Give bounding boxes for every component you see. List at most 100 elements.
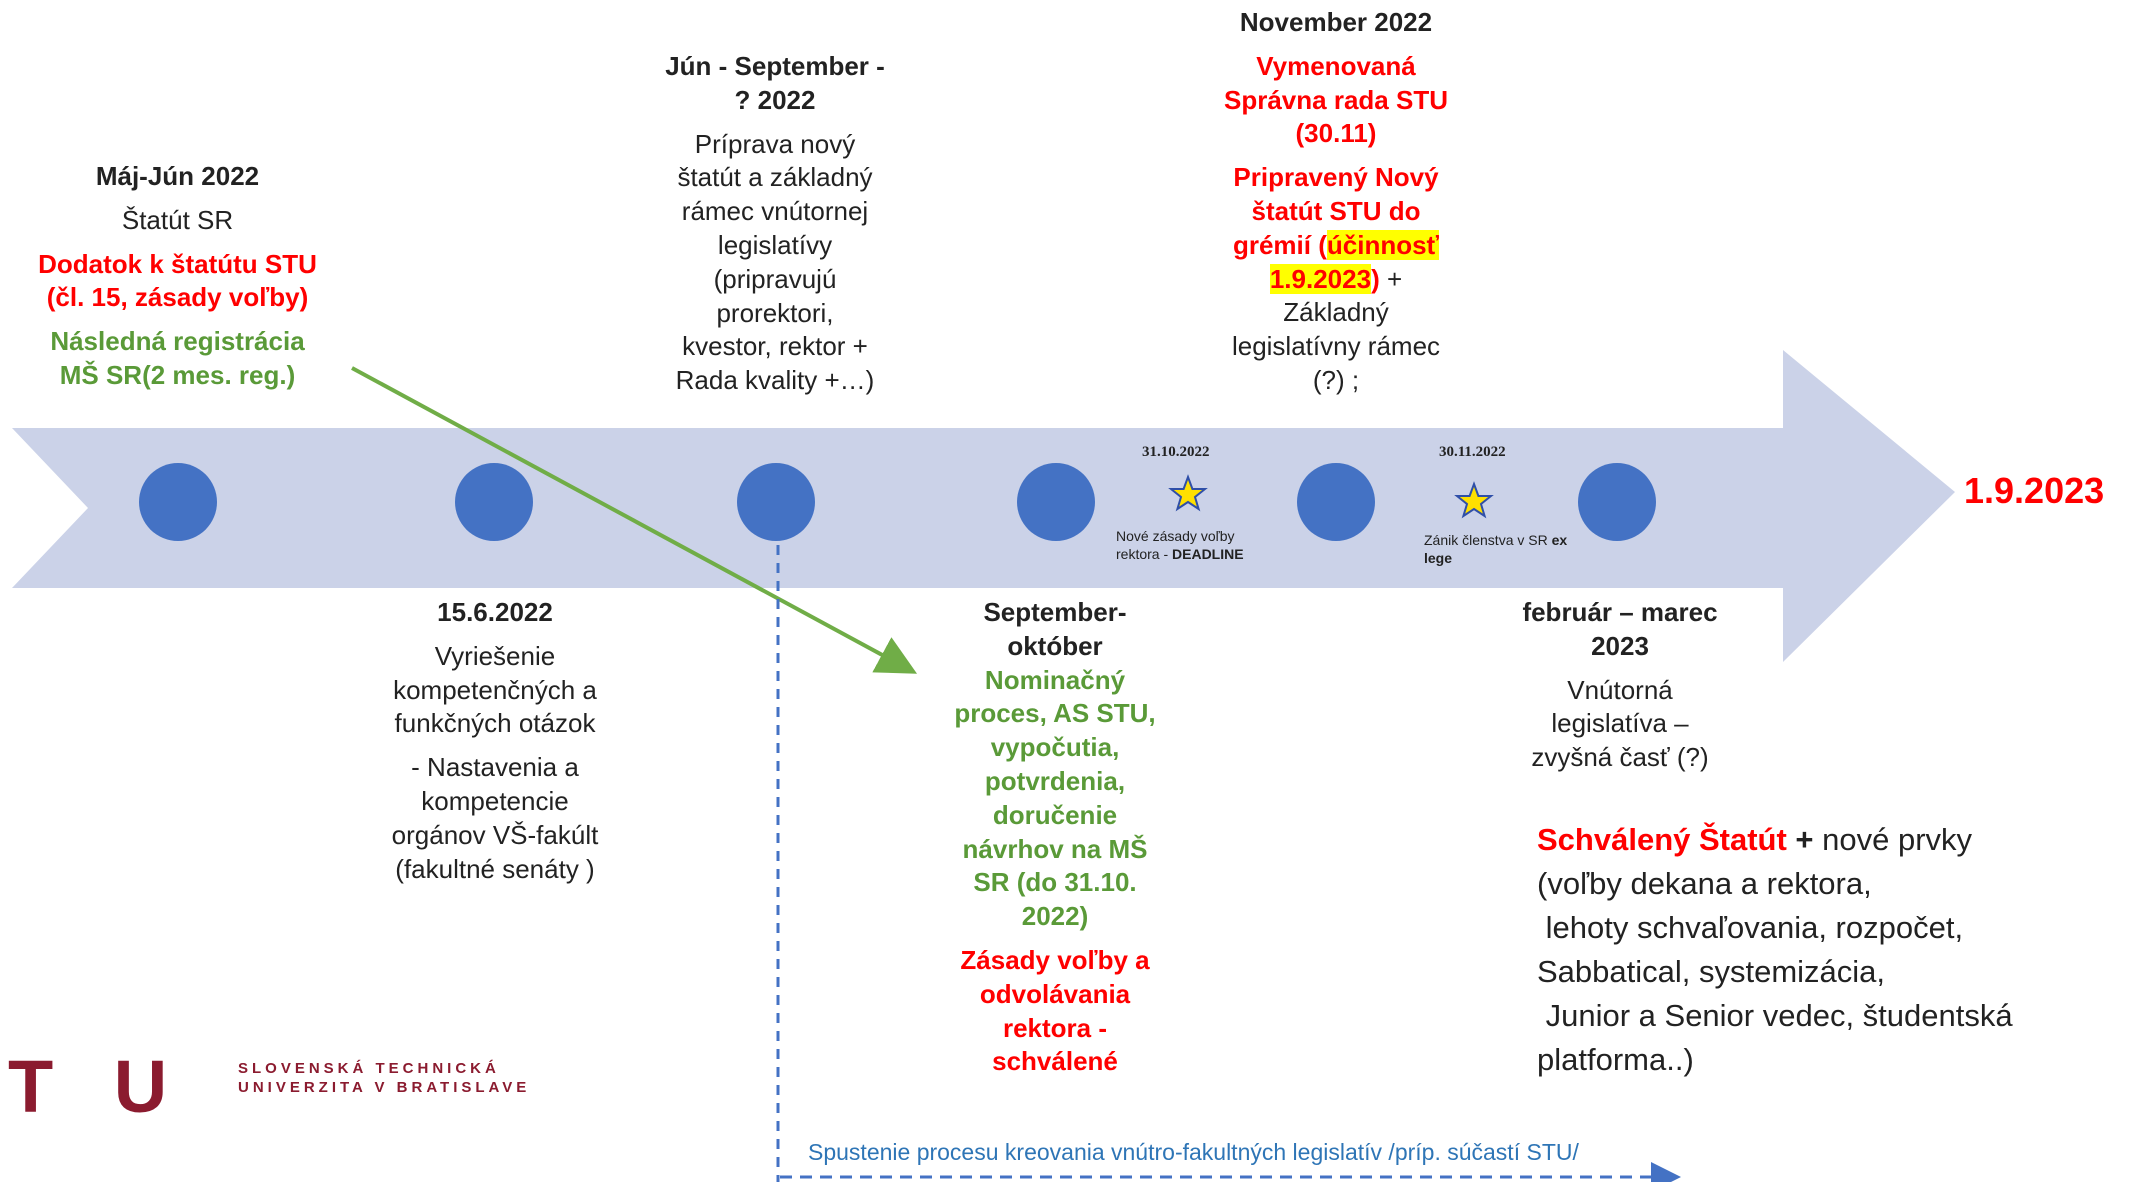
stu-logo-letters: T U [8,1045,188,1128]
approved-red: Schválený Štatút [1537,822,1787,857]
milestone-circle-3 [737,463,815,541]
block1-subtitle: Štatút SR [121,204,234,235]
block6-title: február – marec [1522,597,1718,627]
block5-line: (?) ; [1312,364,1360,395]
block3-line: Príprava nový [694,128,856,159]
marker1-line2: rektora - DEADLINE [1116,546,1244,564]
milestone-circle-5 [1297,463,1375,541]
milestone-circle-1 [139,463,217,541]
block3-line: prorektori, [716,297,834,328]
marker2-text: Zánik členstva v SR ex lege [1424,532,1567,567]
block5-red: (30.11) [1295,118,1377,149]
block5-red: Vymenovaná [1256,50,1416,81]
milestone-circle-2 [455,463,533,541]
block4-green: Nominačný [984,664,1126,695]
approved-line: (voľby dekana a rektora, [1537,866,1872,902]
approved-rest: nové prvky [1822,822,1973,857]
block5-title: November 2022 [1239,7,1433,37]
block4-green: vypočutia, [990,732,1120,763]
block-september-oktober: September- október Nominačný proces, AS … [920,596,1190,1079]
deadline-label: DEADLINE [1172,545,1244,562]
block3-line: Rada kvality +…) [675,365,875,396]
block-februar-marec-2023: február – marec 2023 Vnútorná legislatív… [1480,596,1760,775]
block6-line: legislatíva – [1551,708,1689,739]
block4-green: 2022) [1021,901,1089,932]
block3-line: štatút a základný [677,162,873,193]
block2-line: kompetencie [421,785,569,816]
marker2-line1a: Zánik členstva v SR [1424,532,1552,548]
block4-title: október [1007,630,1103,661]
marker1-line2a: rektora - [1116,545,1173,562]
marker2-lege: lege [1424,549,1453,566]
milestone-circle-4 [1017,463,1095,541]
block2-title: 15.6.2022 [437,597,553,627]
block2-line: orgánov VŠ-fakúlt [391,819,599,850]
block3-title: ? 2022 [734,84,816,115]
block-november-2022: November 2022 Vymenovaná Správna rada ST… [1186,6,1486,398]
stu-logo-text: SLOVENSKÁ TECHNICKÁ UNIVERZITA V BRATISL… [238,1060,530,1098]
block5-red: Správna rada STU [1224,84,1448,115]
highlight-date: 1.9.2023 [1269,263,1372,294]
logo-line1: SLOVENSKÁ TECHNICKÁ [238,1060,500,1077]
marker2-line1: Zánik členstva v SR ex [1424,532,1567,550]
star-icon [1454,481,1494,519]
block3-line: legislatívy [717,229,833,260]
dashed-process-label: Spustenie procesu kreovania vnútro-fakul… [808,1139,1579,1165]
block4-red: schválené [992,1046,1118,1077]
block4-red: Zásady voľby a [960,944,1150,975]
block1-red-2: (čl. 15, zásady voľby) [46,282,309,313]
block5-red: štatút STU do [1251,195,1421,226]
green-connector-arrow [351,366,918,674]
milestone-circle-6 [1578,463,1656,541]
block6-title: 2023 [1591,630,1649,661]
block5-red-text: grémií ( [1232,229,1327,260]
block6-line: Vnútorná [1567,674,1673,705]
approved-line: platforma..) [1537,1042,1694,1078]
block4-green: potvrdenia, [984,765,1126,796]
block2-line: - Nastavenia a [411,752,579,783]
block3-line: kvestor, rektor + [682,331,868,362]
block2-line: (fakultné senáty ) [395,853,595,884]
block2-line: Vyriešenie [434,640,556,671]
block4-green: návrhov na MŠ [962,833,1148,864]
star-icon [1168,474,1208,512]
block3-line: rámec vnútornej [681,196,869,227]
approved-statute-block: Schválený Štatút + nové prvky (voľby dek… [1537,818,2013,1082]
end-date-label: 1.9.2023 [1964,470,2105,511]
block4-green: SR (do 31.10. [973,867,1137,898]
marker1-text: Nové zásady voľby rektora - DEADLINE [1116,528,1244,563]
block4-red: rektora - [1002,1012,1108,1043]
block4-red: odvolávania [979,978,1131,1009]
block5-red: Pripravený Nový [1233,162,1439,193]
approved-line: Junior a Senior vedec, študentská [1537,998,2013,1034]
block3-title: Jún - September - [665,51,885,81]
marker2-line2: lege [1424,550,1567,568]
block2-line: kompetenčných a [393,674,597,705]
block4-green: doručenie [992,799,1118,830]
block2-line: funkčných otázok [394,708,596,739]
block6-line: zvyšná časť (?) [1531,742,1709,773]
highlight-ucinnost: účinnosť [1326,229,1440,260]
block5-line: Základný [1283,297,1389,328]
block-maj-jun-2022: Máj-Jún 2022 Štatút SR Dodatok k štatútu… [10,160,345,393]
block1-title: Máj-Jún 2022 [95,161,260,191]
logo-line2: UNIVERZITA V BRATISLAVE [238,1078,531,1096]
approved-plus: + [1786,822,1823,857]
block-15-6-2022: 15.6.2022 Vyriešenie kompetenčných a fun… [345,596,645,886]
block5-mixed-line: 1.9.2023) + [1186,263,1486,297]
block-jun-september-2022: Jún - September - ? 2022 Príprava nový š… [620,50,930,398]
block4-title: September- [983,597,1127,627]
block1-red-1: Dodatok k štatútu STU [38,248,317,279]
approved-first-line: Schválený Štatút + nové prvky [1537,818,2013,862]
block5-plus: + [1379,263,1403,294]
marker1-line1: Nové zásady voľby [1116,528,1235,544]
approved-line: Sabbatical, systemizácia, [1537,954,1886,990]
block5-red-line-3: grémií (účinnosť [1186,229,1486,263]
block1-green-2: MŠ SR(2 mes. reg.) [59,359,296,390]
approved-line: lehoty schvaľovania, rozpočet, [1537,910,1964,946]
block5-red-paren: ) [1371,263,1380,294]
marker2-ex: ex [1551,532,1568,548]
timeline-arrow [12,350,1955,662]
block1-green-1: Následná registrácia [50,326,305,357]
